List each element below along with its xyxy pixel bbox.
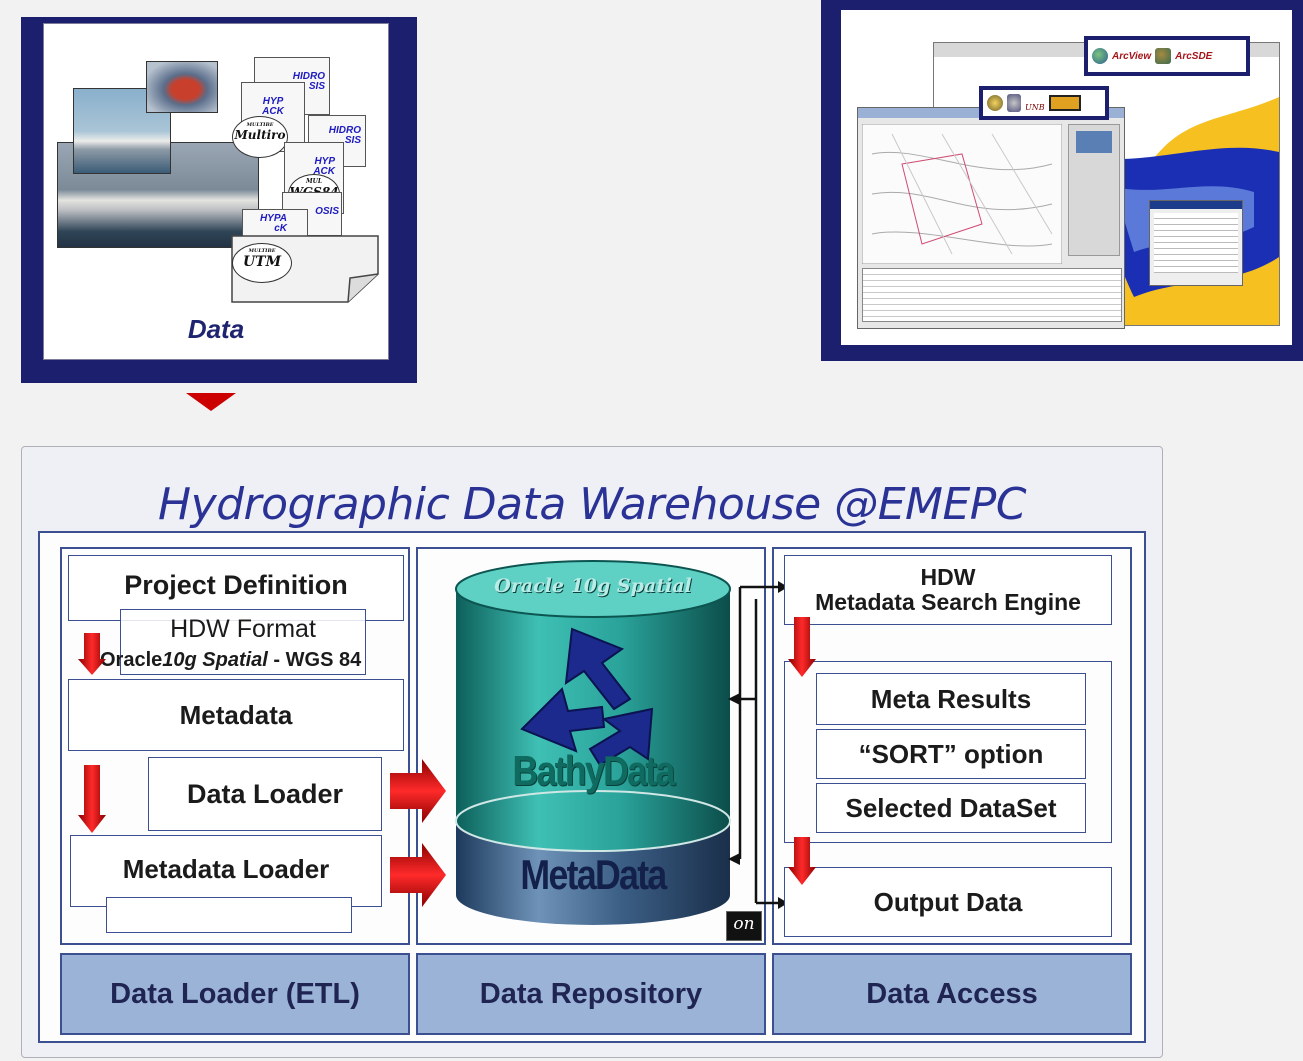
utm-stamp: MULTIBE UTM <box>232 243 292 283</box>
search-engine-label: Metadata Search Engine <box>815 589 1081 615</box>
tool-preview <box>1076 131 1112 153</box>
unb-logo-inner: UNB <box>983 90 1105 116</box>
boat-photo-small <box>146 61 218 113</box>
hdw-label: HDW <box>920 564 976 590</box>
down-arrow-icon <box>78 633 106 675</box>
stamp-big-text: Multiro <box>234 128 286 142</box>
project-definition-label: Project Definition <box>124 570 348 600</box>
warehouse-title: Hydrographic Data Warehouse @EMEPC <box>157 479 1027 530</box>
down-arrow-icon <box>78 765 106 833</box>
stamp-small-text: MULTIBE <box>246 122 274 128</box>
oracle-label: Oracle 10g Spatial <box>494 575 692 597</box>
emblem-icon <box>1007 94 1021 112</box>
format-line: Oracle10g Spatial - WGS 84 <box>100 649 400 672</box>
sheet-text: SIS <box>344 135 361 146</box>
data-sheet: OSIS <box>282 192 342 236</box>
search-engine-box: HDW Metadata Search Engine <box>784 555 1112 625</box>
globe-icon <box>1155 48 1172 64</box>
right-arrow-icon <box>390 759 446 823</box>
tool-palette <box>1068 124 1120 256</box>
metadata-loader-box: Metadata Loader <box>70 835 382 907</box>
sheet-text: HIDRO <box>292 71 325 82</box>
sheet-text: cK <box>274 223 287 234</box>
sheet-text: ACK <box>313 166 335 177</box>
sort-option-box: “SORT” option <box>816 729 1086 779</box>
dialog-titlebar <box>1150 201 1242 209</box>
format-line-italic: 10g Spatial <box>162 649 268 671</box>
metadata-db-label: MetaData <box>520 851 667 898</box>
arcsde-logo: ArcSDE <box>1175 50 1213 62</box>
repository-column <box>416 547 766 945</box>
sheet-text: OSIS <box>315 206 339 217</box>
globe-icon <box>1092 48 1108 64</box>
dialog-grid <box>1154 213 1238 273</box>
metadata-box: Metadata <box>68 679 404 751</box>
gis-panel: ArcView ArcSDE UNB <box>821 0 1303 361</box>
metadata-label: Metadata <box>179 699 293 730</box>
right-arrow-icon <box>390 843 446 907</box>
data-panel-inner: HIDRO SIS HYP ACK MULTIBE Multiro HIDRO … <box>43 23 389 360</box>
data-loader-box: Data Loader <box>148 757 382 831</box>
stamp-small-text: MUL <box>305 178 323 185</box>
unb-logo-strip: UNB <box>979 86 1109 120</box>
selected-dataset-box: Selected DataSet <box>816 783 1086 833</box>
warehouse-diagram: Hydrographic Data Warehouse @EMEPC Proje… <box>21 446 1163 1058</box>
multiro-stamp: MULTIBE Multiro <box>232 116 288 158</box>
sheet-text: HYP <box>314 156 335 167</box>
hdw-format-label: HDW Format <box>170 615 316 643</box>
sort-option-label: “SORT” option <box>858 738 1044 769</box>
access-column <box>772 547 1132 945</box>
format-line-post: - WGS 84 <box>267 649 362 671</box>
arc-logo-inner: ArcView ArcSDE <box>1088 40 1246 72</box>
down-arrow-icon <box>788 837 816 885</box>
unb-logo: UNB <box>1025 102 1045 112</box>
sheet-text: HYP <box>262 96 284 107</box>
selected-dataset-label: Selected DataSet <box>845 792 1057 823</box>
arc-logo-strip: ArcView ArcSDE <box>1084 36 1250 76</box>
metadata-loader-subbox <box>106 897 352 933</box>
down-arrow-icon <box>788 617 816 677</box>
output-data-label: Output Data <box>873 886 1023 917</box>
metadata-loader-label: Metadata Loader <box>122 854 330 884</box>
data-panel: HIDRO SIS HYP ACK MULTIBE Multiro HIDRO … <box>21 17 417 383</box>
footer-data-repository: Data Repository <box>416 953 766 1035</box>
emblem-icon <box>987 95 1003 111</box>
meta-results-label: Meta Results <box>870 683 1032 714</box>
connector-lines <box>728 581 788 909</box>
footer-data-loader: Data Loader (ETL) <box>60 953 410 1035</box>
output-data-box: Output Data <box>784 867 1112 937</box>
bathydata-label: BathyData <box>512 747 675 794</box>
arcview-logo: ArcView <box>1112 50 1152 62</box>
format-line-pre: Oracle <box>100 649 163 671</box>
sheet-text: ACK <box>262 106 284 117</box>
data-loader-label: Data Loader <box>186 778 344 809</box>
footer-data-access: Data Access <box>772 953 1132 1035</box>
meta-results-box: Meta Results <box>816 673 1086 725</box>
sheet-text: HYPA <box>259 213 287 224</box>
data-caption: Data <box>187 314 245 344</box>
loader-column <box>60 547 410 945</box>
sheet-text: HIDRO <box>328 125 361 136</box>
stamp-big-text: UTM <box>242 254 282 270</box>
attribute-table <box>862 268 1122 322</box>
table-dialog <box>1149 200 1243 286</box>
hdw-format-box: HDW Format <box>120 609 366 675</box>
hydro-app-window <box>857 107 1125 329</box>
database-cylinder <box>455 560 731 925</box>
results-frame <box>784 661 1112 843</box>
oracle-badge: on <box>726 911 762 941</box>
device-icon <box>1048 95 1081 111</box>
sheet-text: SIS <box>308 81 325 92</box>
down-arrow-icon <box>186 393 236 411</box>
stamp-small-text: MULTIBE <box>248 248 276 254</box>
chart-plot-image <box>862 124 1062 264</box>
